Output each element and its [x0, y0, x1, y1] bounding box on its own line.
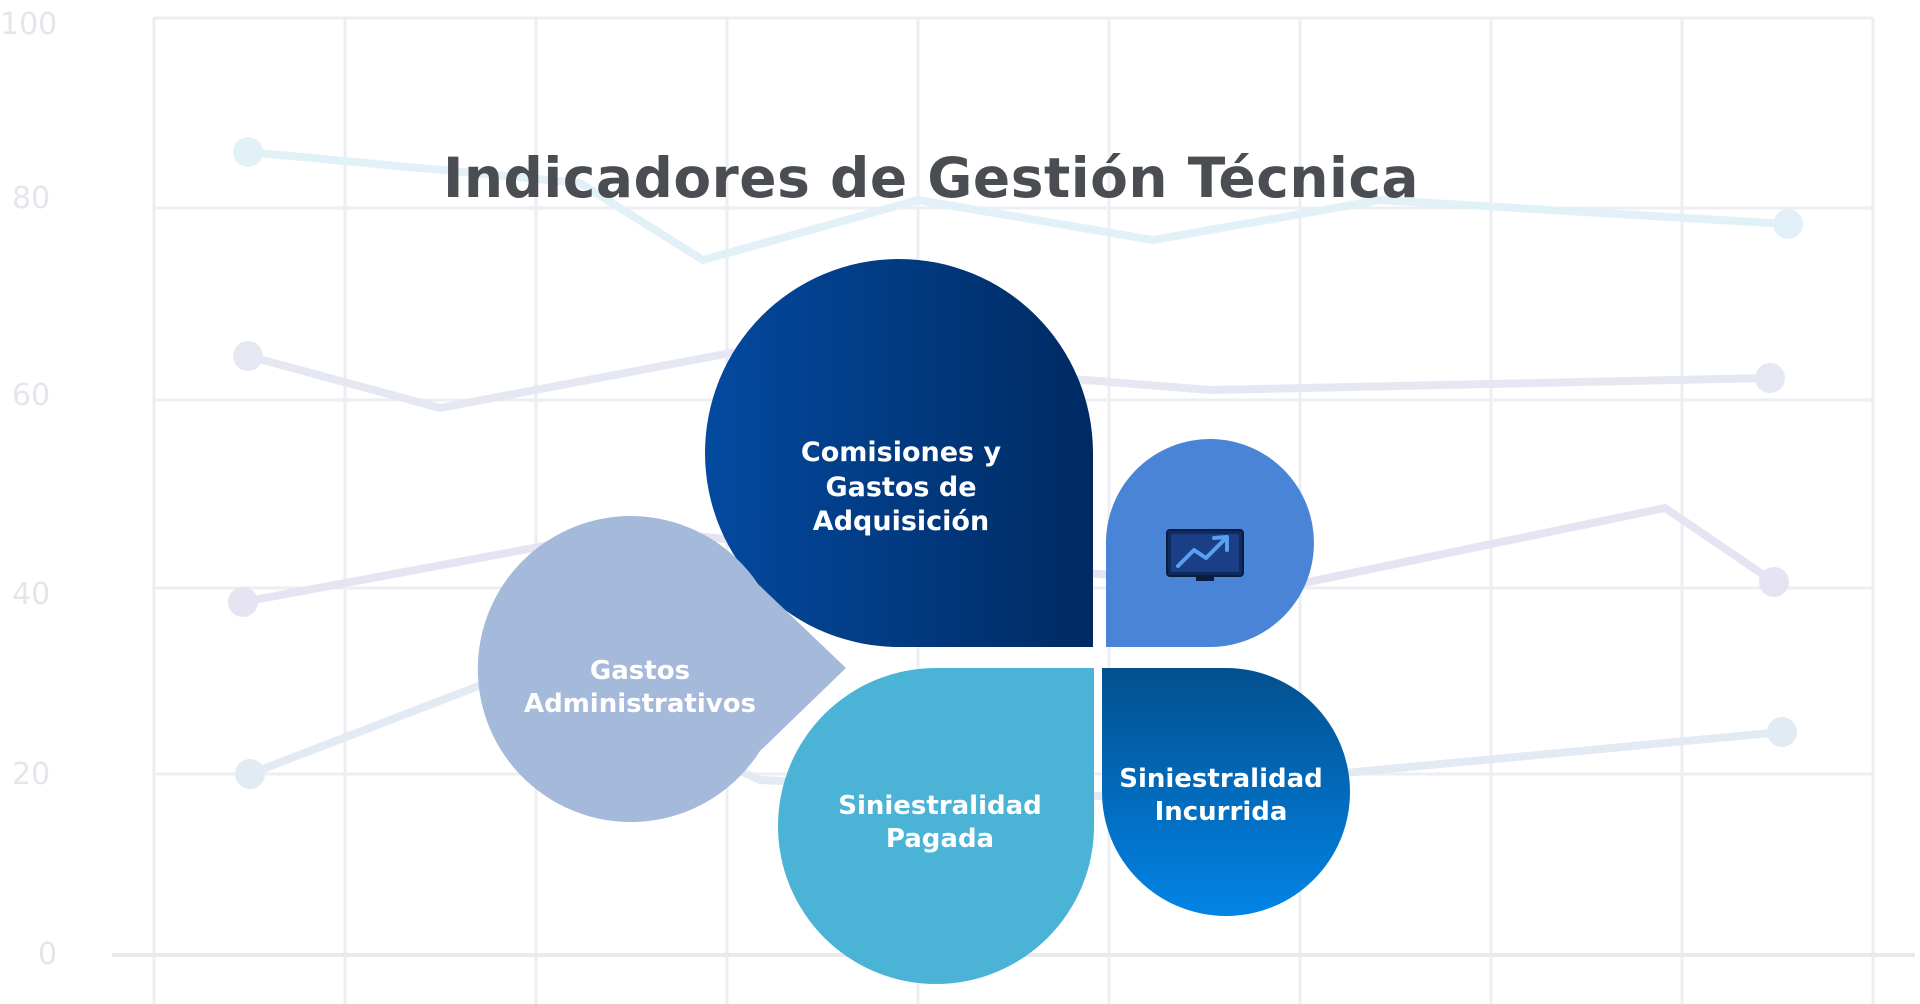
petal-pagada-line: Siniestralidad: [838, 791, 1042, 821]
background-series-point: [228, 587, 258, 617]
background-series-point: [233, 341, 263, 371]
petal-incurrida: [1102, 668, 1350, 916]
petal-comisiones: [704, 258, 1093, 648]
petal-incurrida-label: Siniestralidad Incurrida: [1106, 763, 1336, 830]
background-series-point: [1773, 209, 1803, 239]
petal-comisiones-line: Comisiones y: [800, 437, 1002, 468]
y-tick: 20: [12, 757, 50, 792]
background-series-point: [1767, 717, 1797, 747]
background-series-line: [247, 148, 1789, 264]
petal-pagada: [778, 668, 1094, 984]
petal-pagada-label: Siniestralidad Pagada: [810, 790, 1070, 857]
petal-pagada-line: Pagada: [885, 824, 995, 855]
trend-chart-icon: [1166, 529, 1244, 581]
y-tick: 40: [12, 577, 50, 612]
petal-gastos-label: Gastos Administrativos: [500, 655, 780, 722]
petal-gastos-line: Gastos: [589, 656, 691, 686]
petal-comisiones-line: Gastos de: [825, 471, 977, 503]
background-series-point: [233, 137, 263, 167]
y-tick: 60: [12, 378, 50, 413]
background-series-point: [1759, 567, 1789, 597]
petal-incurrida-line: Incurrida: [1154, 797, 1288, 828]
y-axis-ticks: 100 80 60 40 20 0: [0, 7, 57, 972]
petal-gastos-line: Administrativos: [523, 689, 757, 720]
petal-comisiones-line: Adquisición: [812, 506, 990, 538]
y-tick: 0: [38, 937, 57, 972]
background-series-point: [1755, 363, 1785, 393]
background-series-point: [235, 759, 265, 789]
y-tick: 80: [12, 181, 50, 216]
petal-comisiones-label: Comisiones y Gastos de Adquisición: [760, 436, 1042, 540]
petal-gastos: [477, 516, 846, 823]
page-title: Indicadores de Gestión Técnica: [442, 146, 1420, 210]
petal-incurrida-line: Siniestralidad: [1119, 764, 1323, 794]
y-tick: 100: [0, 7, 57, 42]
